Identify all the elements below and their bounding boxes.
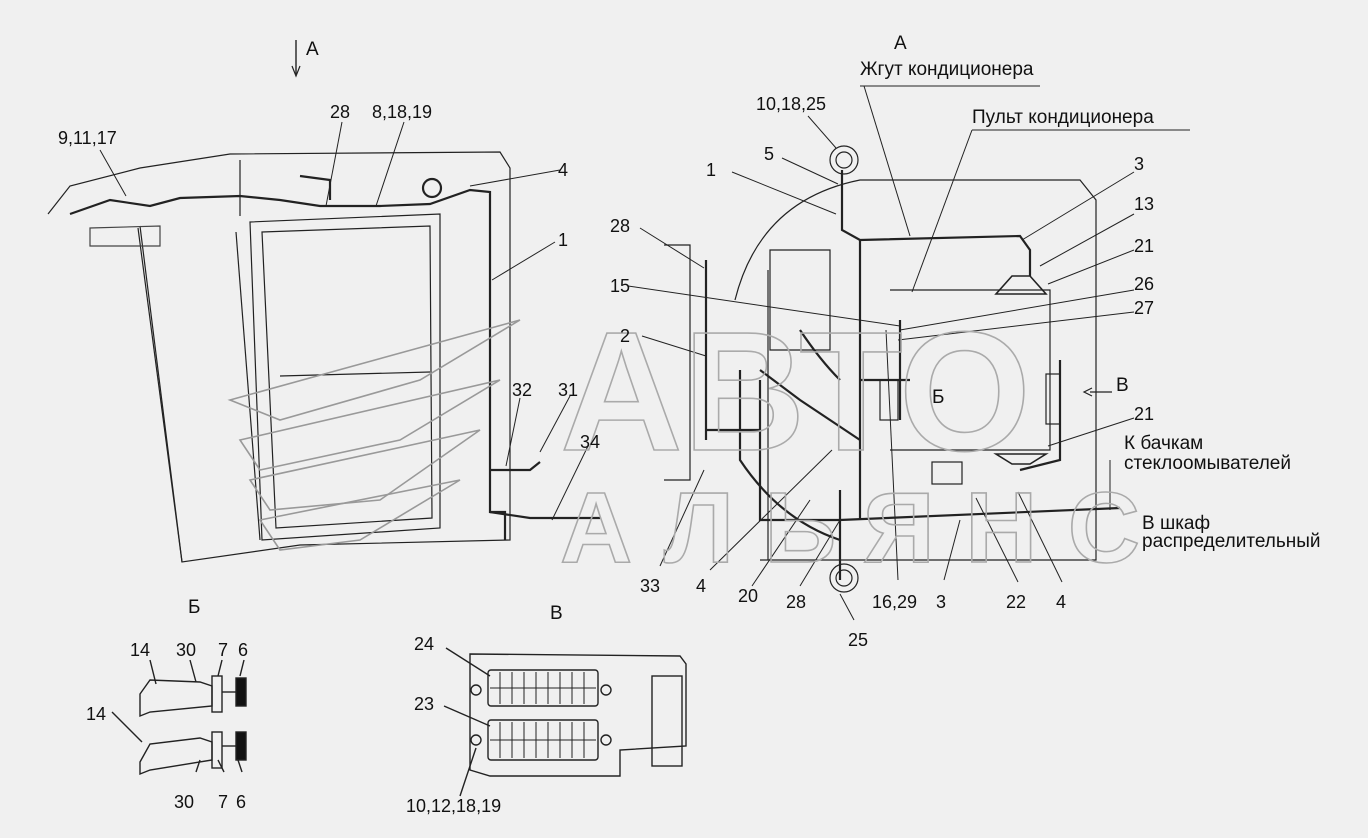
callout-10-12-18-19: 10,12,18,19	[406, 796, 502, 816]
view-v-marker: В	[1116, 375, 1129, 396]
watermark-line1: АВТО	[560, 297, 1031, 487]
view-a-arrow-label: А	[306, 39, 319, 60]
callout-13: 13	[1134, 194, 1155, 214]
callout-33: 33	[640, 576, 661, 596]
callout-30-a: 30	[176, 640, 197, 660]
left-harness	[69, 174, 600, 540]
detail-b-drawing	[111, 659, 247, 776]
speaker-bottom-icon	[993, 453, 1049, 465]
callout-16-29: 16,29	[872, 592, 918, 612]
callout-21-top: 21	[1134, 236, 1155, 256]
callout-7-a: 7	[218, 640, 229, 660]
note-cabinet-2: распределительный	[1142, 531, 1321, 552]
note-washer-tanks-1: К бачкам	[1124, 433, 1204, 454]
callout-4-bottom-right: 4	[1056, 592, 1067, 612]
callout-1-right: 1	[706, 160, 717, 180]
callout-6-b: 6	[236, 792, 247, 812]
callout-2: 2	[620, 326, 631, 346]
relay-block-icon	[1045, 373, 1061, 425]
view-v-title: В	[550, 603, 563, 624]
connector-block-icon	[931, 461, 963, 485]
callout-8-18-19: 8,18,19	[372, 102, 433, 122]
callout-34: 34	[580, 432, 601, 452]
callout-27: 27	[1134, 298, 1155, 318]
callout-20: 20	[738, 586, 759, 606]
callout-9-11-17: 9,11,17	[58, 128, 117, 148]
callout-6-a: 6	[238, 640, 249, 660]
callout-26: 26	[1134, 274, 1155, 294]
callout-28-bottom: 28	[786, 592, 807, 612]
callout-21-mid: 21	[1134, 404, 1155, 424]
note-ac-panel: Пульт кондиционера	[972, 107, 1154, 128]
watermark: АВТО АЛЬЯНС	[227, 296, 1141, 585]
callout-32: 32	[512, 380, 533, 400]
note-cabinet-1: В шкаф	[1142, 513, 1211, 534]
callout-30-b: 30	[174, 792, 195, 812]
view-b-title: Б	[188, 597, 201, 618]
callout-14-b: 14	[86, 704, 107, 724]
speaker-top-icon	[994, 275, 1048, 295]
lamp-bottom-icon	[829, 563, 859, 593]
left-cab-outline	[47, 151, 511, 563]
callout-4-top: 4	[558, 160, 569, 180]
callout-3-top: 3	[1134, 154, 1145, 174]
callout-4-bottom-left: 4	[696, 576, 707, 596]
view-b-marker: Б	[932, 387, 945, 408]
watermark-line2: АЛЬЯНС	[560, 472, 1140, 584]
view-a-title: А	[894, 33, 907, 54]
right-cab-outline	[664, 179, 1097, 561]
callout-14-a: 14	[130, 640, 151, 660]
callout-31: 31	[558, 380, 579, 400]
callout-28-top: 28	[330, 102, 351, 122]
callout-10-18-25: 10,18,25	[756, 94, 827, 114]
callout-25: 25	[848, 630, 869, 650]
device-box-icon	[879, 379, 899, 421]
callout-5: 5	[764, 144, 775, 164]
callout-23: 23	[414, 694, 435, 714]
callout-28-mid: 28	[610, 216, 631, 236]
callout-15: 15	[610, 276, 631, 296]
leader-lines	[99, 85, 1190, 621]
callout-7-b: 7	[218, 792, 229, 812]
callout-22: 22	[1006, 592, 1027, 612]
detail-v-drawing	[443, 647, 687, 797]
note-ac-harness: Жгут кондиционера	[860, 59, 1034, 80]
callout-3-bottom: 3	[936, 592, 947, 612]
callout-1-left: 1	[558, 230, 569, 250]
lamp-top-icon	[829, 145, 859, 175]
note-washer-tanks-2: стеклоомывателей	[1124, 453, 1291, 474]
callout-24: 24	[414, 634, 435, 654]
